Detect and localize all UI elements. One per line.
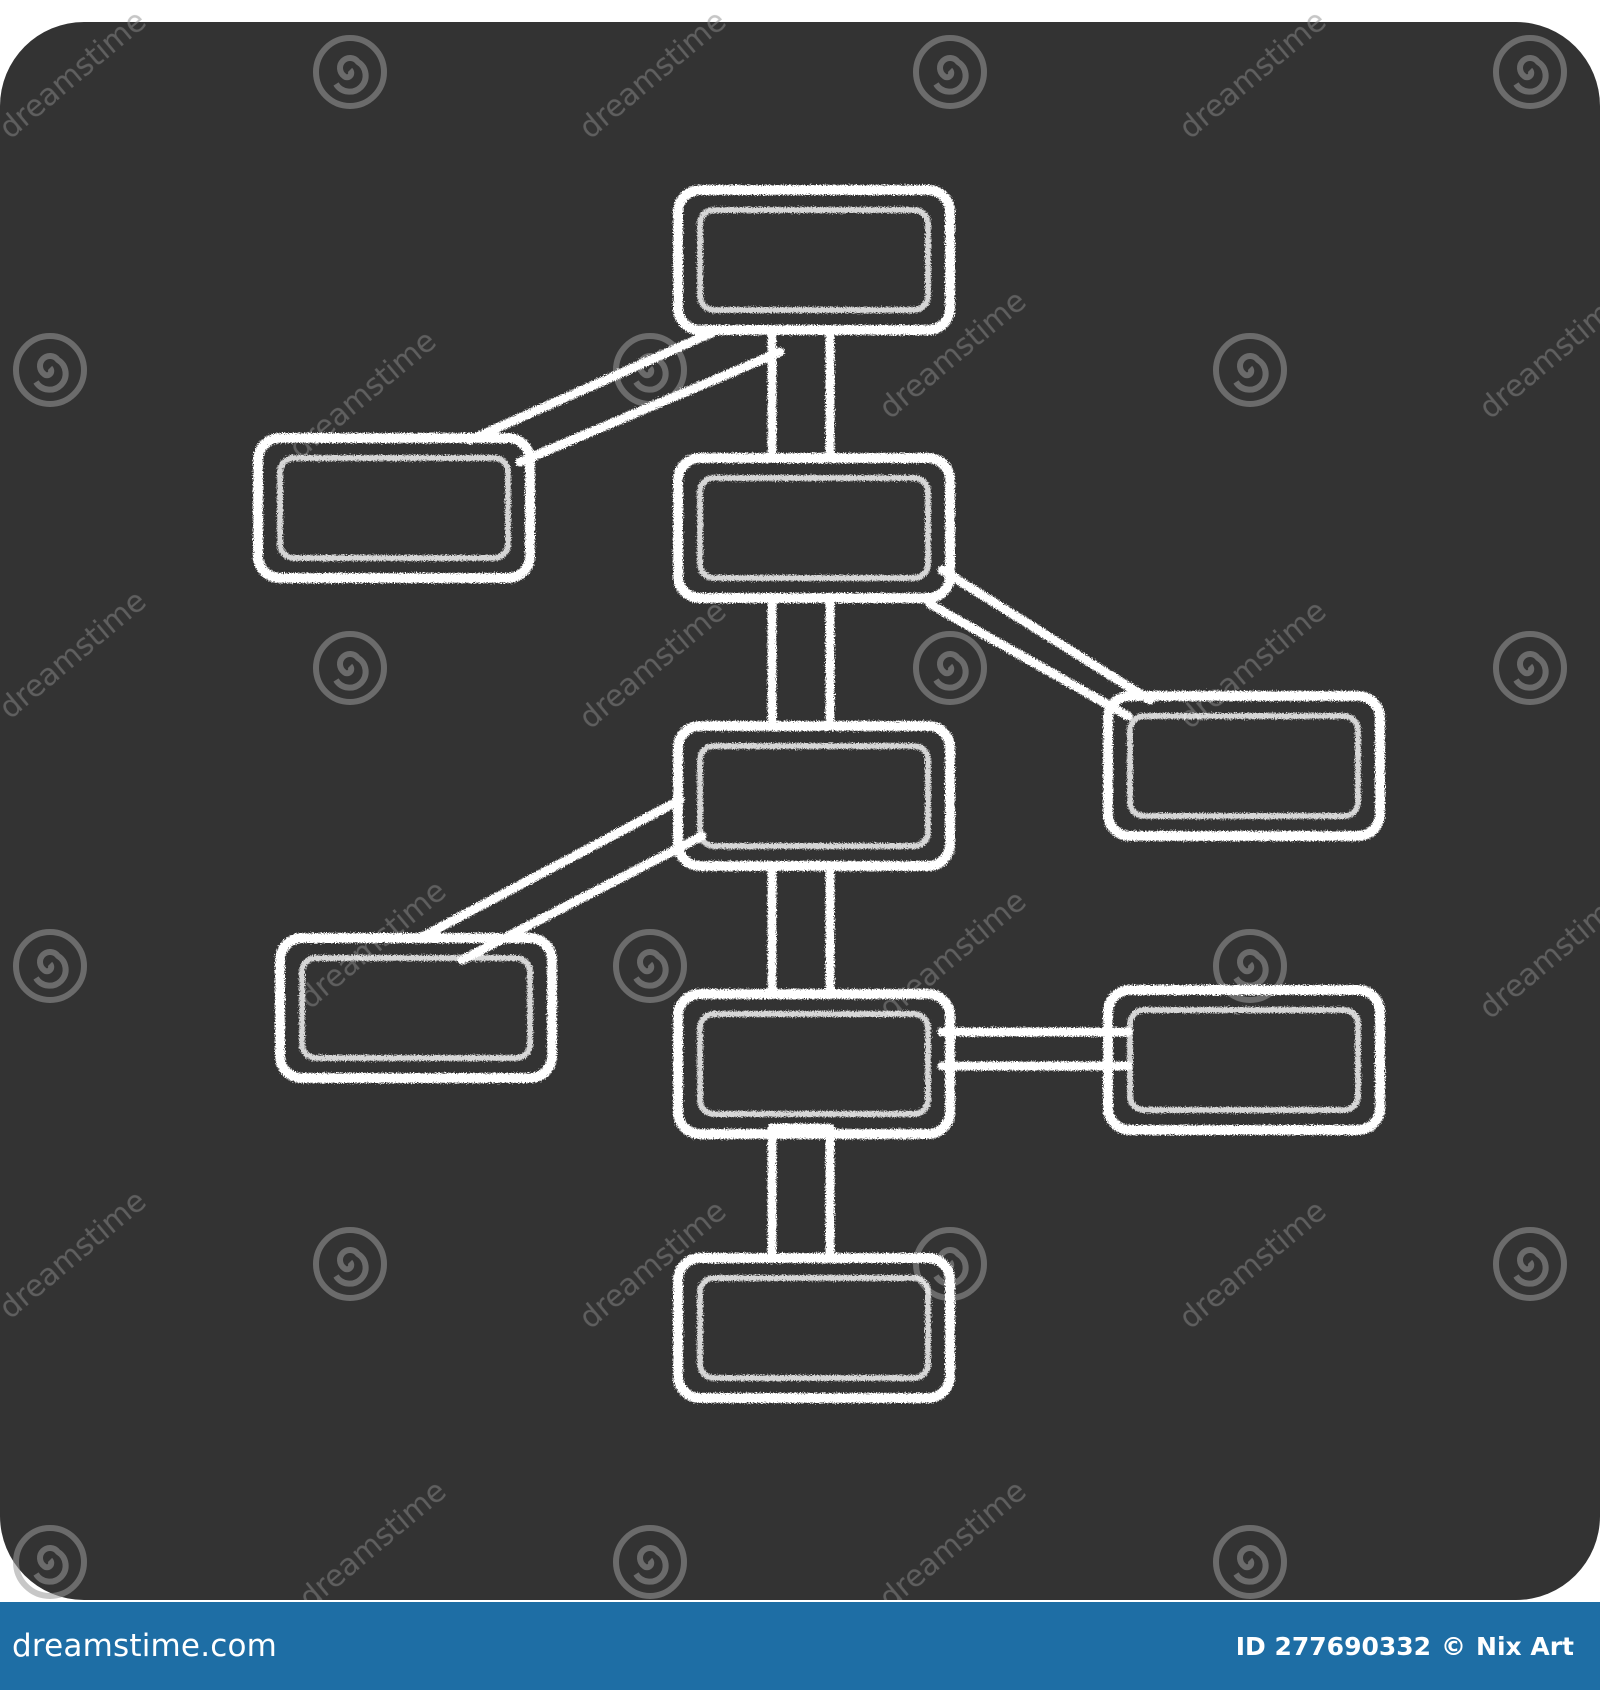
node-left-1 [253,433,535,583]
node-right-1 [1103,691,1385,841]
node-top [673,185,955,335]
node-center-2 [673,453,955,603]
diagram [253,185,1385,1403]
node-bottom [673,1253,955,1403]
footer-site-name: dreamstime.com [12,1628,278,1664]
icon-background [0,22,1600,1600]
author-name: Nix Art [1476,1631,1574,1661]
footer-credit: ID 277690332 © Nix Art [1236,1632,1574,1661]
copyright-symbol: © [1441,1631,1467,1661]
node-right-2 [1103,985,1385,1135]
node-center-4 [673,989,955,1139]
node-center-3 [673,721,955,871]
node-left-2 [275,933,557,1083]
image-id: ID 277690332 [1235,1631,1432,1661]
hierarchy-diagram-icon: dreamstime dreamstime dreamstime dreamst… [0,3,1600,1600]
side-connectors [415,325,1155,1071]
footer-bar: dreamstime.com ID 277690332 © Nix Art [0,1602,1600,1690]
nodes [253,185,1385,1403]
